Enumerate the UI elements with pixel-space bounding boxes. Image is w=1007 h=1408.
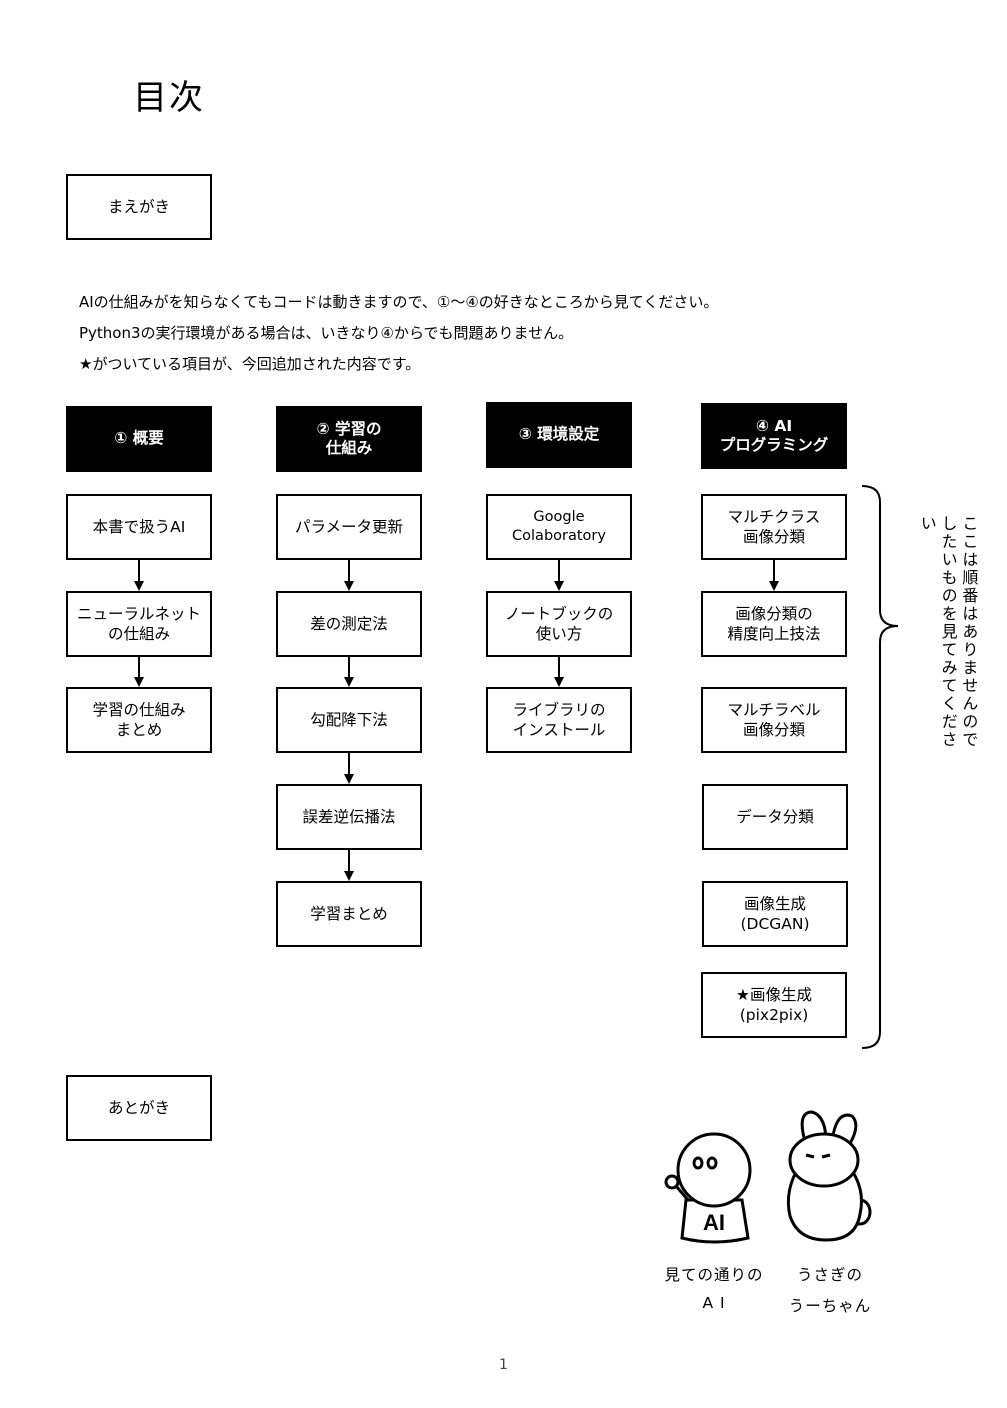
toc-item-library-install[interactable]: ライブラリの インストール [486,687,632,753]
header-environment[interactable]: ③ 環境設定 [486,402,632,468]
page-title: 目次 [133,78,205,118]
header-learning[interactable]: ② 学習の 仕組み [276,406,422,472]
robot-caption-line-1: 見ての通りの [664,1266,764,1284]
toc-item-param-update[interactable]: パラメータ更新 [276,494,422,560]
brace [861,485,899,1049]
toc-item-learning-wrapup[interactable]: 学習まとめ [276,881,422,947]
rabbit-character-icon [786,1110,872,1242]
toc-item-ai-in-book[interactable]: 本書で扱うAI [66,494,212,560]
toc-item-learning-summary[interactable]: 学習の仕組み まとめ [66,687,212,753]
toc-item-backprop[interactable]: 誤差逆伝播法 [276,784,422,850]
header-ai-programming[interactable]: ④ AI プログラミング [701,403,847,469]
intro-line-3: ★がついている項目が、今回追加された内容です。 [79,355,421,373]
toc-item-accuracy-techniques[interactable]: 画像分類の 精度向上技法 [701,591,847,657]
toc-item-neural-net[interactable]: ニューラルネット の仕組み [66,591,212,657]
rabbit-caption-line-1: うさぎの [796,1266,863,1284]
page-number: 1 [499,1357,508,1373]
toc-item-notebook-usage[interactable]: ノートブックの 使い方 [486,591,632,657]
afterword-box[interactable]: あとがき [66,1075,212,1141]
toc-item-pix2pix[interactable]: ★画像生成 (pix2pix) [701,972,847,1038]
preface-box[interactable]: まえがき [66,174,212,240]
toc-item-dcgan[interactable]: 画像生成 (DCGAN) [702,881,848,947]
toc-item-colab[interactable]: Google Colaboratory [486,494,632,560]
rabbit-caption-line-2: うーちゃん [788,1297,872,1315]
intro-line-1: AIの仕組みがを知らなくてもコードは動きますので、①～④の好きなところから見てく… [79,293,719,311]
robot-caption-line-2: A I [702,1294,726,1312]
toc-item-multilabel[interactable]: マルチラベル 画像分類 [701,687,847,753]
toc-item-data-classification[interactable]: データ分類 [702,784,848,850]
toc-item-gradient-descent[interactable]: 勾配降下法 [276,687,422,753]
intro-line-2: Python3の実行環境がある場合は、いきなり④からでも問題ありません。 [79,324,574,342]
robot-character-icon [664,1132,752,1244]
robot-badge: AI [703,1210,725,1235]
toc-item-loss-measure[interactable]: 差の測定法 [276,591,422,657]
side-note: ここは順番はありませんので したいものを見てみてください [917,515,979,749]
toc-item-multiclass[interactable]: マルチクラス 画像分類 [701,494,847,560]
header-overview[interactable]: ① 概要 [66,406,212,472]
